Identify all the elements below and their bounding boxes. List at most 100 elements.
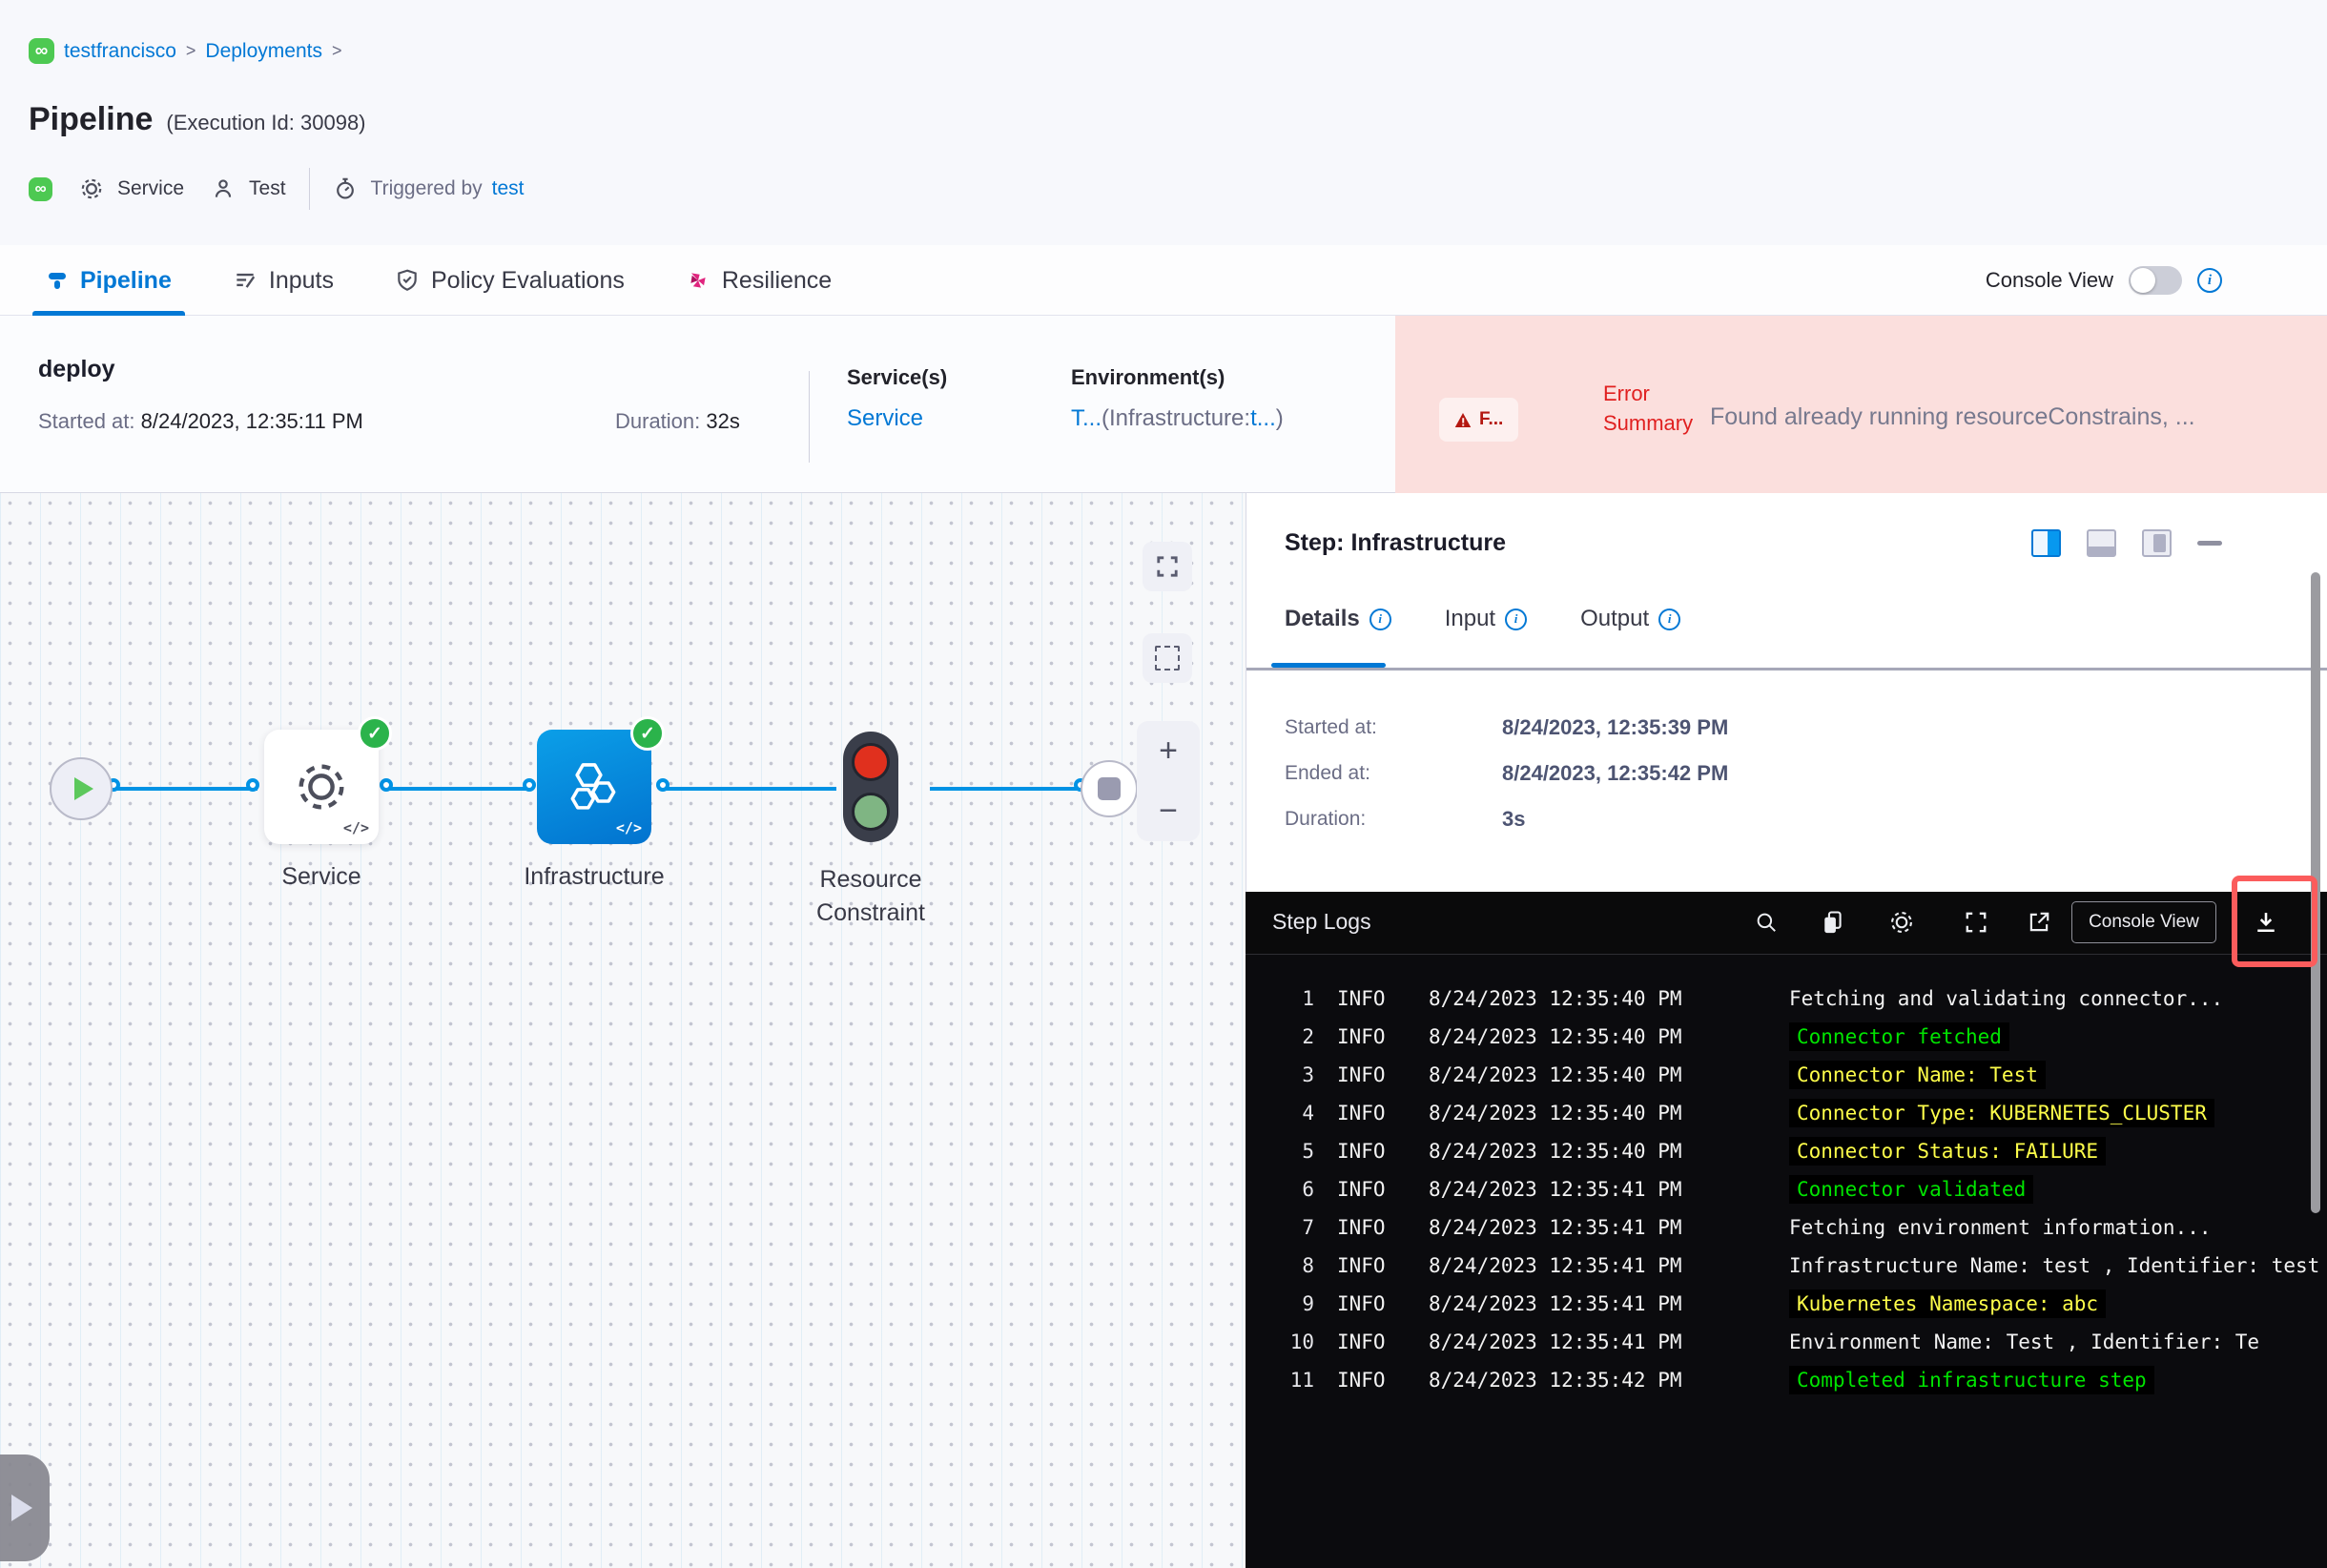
log-level: INFO [1337, 1369, 1386, 1392]
scrollbar-thumb[interactable] [2311, 572, 2320, 1213]
download-icon [2257, 913, 2275, 933]
log-search-button[interactable] [1751, 907, 1781, 938]
log-line: 7 INFO 8/24/2023 12:35:41 PM Fetching en… [1246, 1208, 2327, 1247]
tab-pipeline[interactable]: Pipeline [32, 245, 185, 316]
log-line: 10 INFO 8/24/2023 12:35:41 PM Environmen… [1246, 1323, 2327, 1361]
log-open-new-tab-button[interactable] [2024, 907, 2054, 938]
step-logs-header: Step Logs Console View [1246, 892, 2327, 955]
node-infrastructure[interactable]: ✓ </> [537, 716, 665, 844]
log-message: Fetching and validating connector... [1789, 987, 2224, 1010]
breadcrumb-deployments-link[interactable]: Deployments [205, 39, 322, 62]
minimize-panel-button[interactable] [2197, 541, 2222, 546]
info-icon[interactable]: i [2197, 268, 2222, 293]
play-icon [74, 777, 93, 800]
log-timestamp: 8/24/2023 12:35:40 PM [1429, 1102, 1682, 1124]
log-console-view-button[interactable]: Console View [2071, 901, 2216, 943]
layout-floating-button[interactable] [2142, 529, 2172, 557]
detail-row: Duration: 3s [1285, 807, 1526, 831]
breadcrumb-separator: > [185, 41, 196, 60]
copy-icon [1824, 911, 1842, 934]
log-level: INFO [1337, 1254, 1386, 1277]
stage-duration: Duration: 32s [615, 409, 740, 433]
log-level: INFO [1337, 1178, 1386, 1201]
console-view-label: Console View [1985, 268, 2113, 292]
stage-started: Started at: 8/24/2023, 12:35:11 PM [38, 409, 363, 433]
log-level: INFO [1337, 1102, 1386, 1124]
meta-service-label: Service [117, 177, 185, 199]
services-column: Service(s) Service [847, 365, 948, 431]
log-timestamp: 8/24/2023 12:35:40 PM [1429, 987, 1682, 1010]
log-line-number: 9 [1302, 1292, 1314, 1315]
log-timestamp: 8/24/2023 12:35:42 PM [1429, 1369, 1682, 1392]
node-label-service: Service [281, 863, 361, 890]
page-title: Pipeline [29, 101, 154, 137]
log-fullscreen-button[interactable] [1961, 907, 1991, 938]
log-lines: 1 INFO 8/24/2023 12:35:40 PM Fetching an… [1246, 980, 2327, 1399]
meta-trigger-name: Test [249, 177, 286, 199]
log-message: Fetching environment information... [1789, 1216, 2212, 1239]
log-copy-button[interactable] [1818, 907, 1848, 938]
service-link[interactable]: Service [847, 405, 924, 431]
stage-summary-bar: deploy Started at: 8/24/2023, 12:35:11 P… [0, 316, 2327, 493]
infrastructure-link[interactable]: t... [1250, 405, 1276, 431]
log-message: Infrastructure Name: test , Identifier: … [1789, 1254, 2320, 1277]
log-line-number: 8 [1302, 1254, 1314, 1277]
end-node[interactable] [1081, 760, 1138, 817]
zoom-in-button[interactable]: + [1159, 732, 1178, 769]
pipeline-icon [49, 273, 66, 289]
log-settings-button[interactable] [1886, 907, 1917, 938]
log-line: 9 INFO 8/24/2023 12:35:41 PM Kubernetes … [1246, 1285, 2327, 1323]
zoom-controls: + − [1137, 721, 1200, 841]
layout-bottom-button[interactable] [2087, 529, 2116, 557]
title-row: Pipeline (Execution Id: 30098) [29, 101, 366, 138]
tab-policy-evaluations[interactable]: Policy Evaluations [395, 245, 625, 316]
zoom-out-button[interactable]: − [1159, 793, 1178, 829]
detail-row: Started at: 8/24/2023, 12:35:39 PM [1285, 715, 1729, 739]
edge-connector [246, 778, 259, 792]
step-logs-title: Step Logs [1272, 909, 1371, 934]
log-timestamp: 8/24/2023 12:35:40 PM [1429, 1063, 1682, 1086]
start-node[interactable] [50, 757, 113, 820]
log-line-number: 5 [1302, 1140, 1314, 1163]
log-level: INFO [1337, 1216, 1386, 1239]
execution-tabbar: Pipeline Inputs Policy Evaluations Resil… [0, 245, 2327, 316]
fit-to-screen-button[interactable] [1143, 542, 1192, 591]
node-service[interactable]: ✓ </> [264, 716, 392, 844]
error-summary-label: Error Summary [1603, 382, 1694, 435]
log-line: 5 INFO 8/24/2023 12:35:40 PM Connector S… [1246, 1132, 2327, 1170]
info-icon[interactable]: i [1505, 608, 1528, 630]
marquee-select-button[interactable] [1143, 633, 1192, 683]
stage-nav-arrow[interactable] [0, 1455, 50, 1561]
log-line: 11 INFO 8/24/2023 12:35:42 PM Completed … [1246, 1361, 2327, 1399]
log-line: 4 INFO 8/24/2023 12:35:40 PM Connector T… [1246, 1094, 2327, 1132]
tab-resilience[interactable]: Resilience [686, 245, 832, 316]
log-line-number: 6 [1302, 1178, 1314, 1201]
log-message: Completed infrastructure step [1789, 1366, 2154, 1394]
log-level: INFO [1337, 1025, 1386, 1048]
log-download-button[interactable] [2251, 907, 2281, 938]
tab-inputs[interactable]: Inputs [233, 245, 334, 316]
info-icon[interactable]: i [1369, 608, 1391, 630]
pipeline-meta-row: ∞ Service Test Triggered by test [29, 168, 525, 210]
console-view-toggle[interactable] [2129, 266, 2182, 295]
triggered-by-user-link[interactable]: test [491, 177, 525, 199]
stopwatch-icon [333, 176, 358, 201]
info-icon[interactable]: i [1658, 608, 1681, 630]
error-summary-text: Found already running resourceConstrains… [1710, 403, 2195, 430]
search-icon [1757, 913, 1776, 932]
console-view-toggle-group: Console View i [1986, 245, 2222, 316]
breadcrumb-project-link[interactable]: testfrancisco [64, 39, 176, 62]
log-level: INFO [1337, 1063, 1386, 1086]
pipeline-graph-canvas[interactable]: ✓ </> ✓ </> Service Infrastructure Resou… [0, 493, 1246, 1568]
node-resource-constraint[interactable] [843, 732, 898, 842]
log-line-number: 3 [1302, 1063, 1314, 1086]
environment-link[interactable]: T... [1071, 405, 1102, 431]
layout-split-right-button[interactable] [2031, 529, 2061, 557]
log-message: Connector validated [1789, 1175, 2034, 1204]
edge [386, 787, 531, 791]
log-level: INFO [1337, 1292, 1386, 1315]
